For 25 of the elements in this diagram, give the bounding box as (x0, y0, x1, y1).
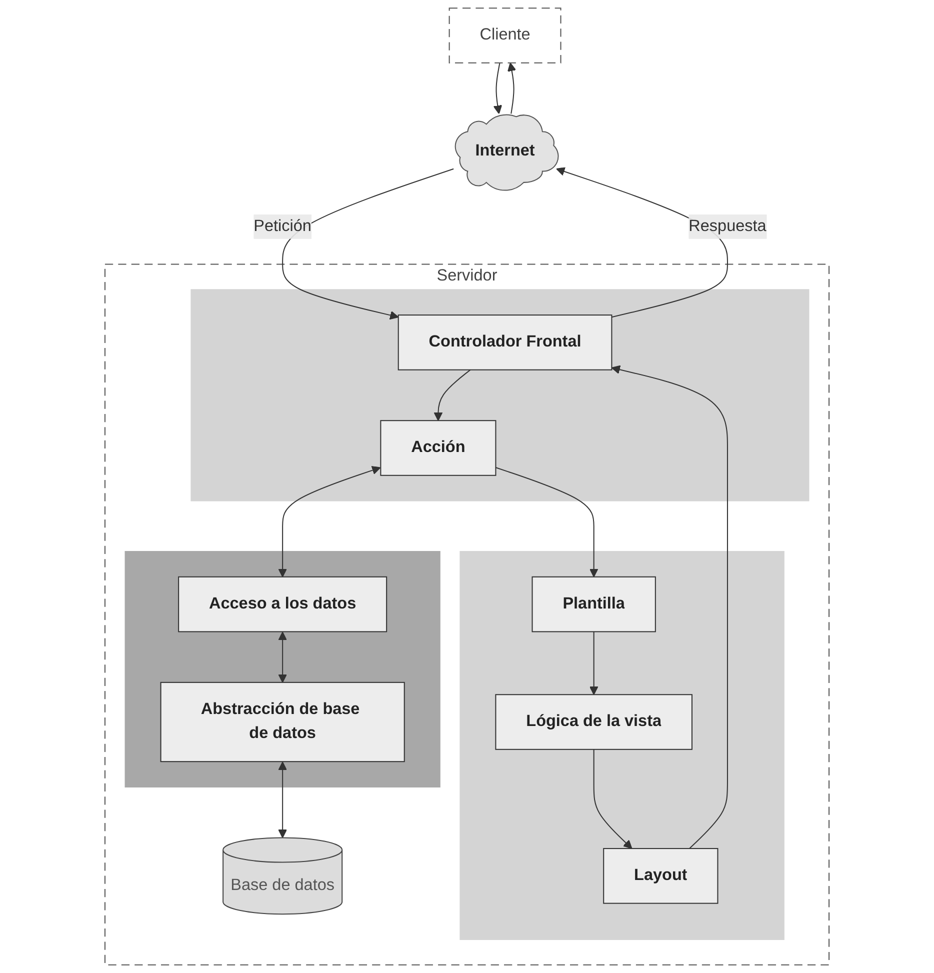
arrow (593, 749, 632, 849)
cluster (460, 551, 784, 940)
arrow (282, 168, 454, 320)
node-box: Lógica de la vista (495, 694, 692, 750)
node-box: Abstracción de base de datos (160, 682, 405, 762)
arrow (278, 762, 288, 838)
node-box: Layout (603, 848, 718, 904)
arrow (556, 167, 728, 318)
node-box: Controlador Frontal (398, 314, 612, 370)
node-box: Acción (380, 420, 496, 476)
arrow (493, 62, 502, 114)
node-box: Acceso a los datos (178, 576, 388, 632)
arrow (611, 365, 728, 849)
arrow (496, 467, 598, 578)
arrow (589, 632, 598, 695)
cluster (190, 289, 810, 502)
cluster (124, 551, 440, 788)
node-box: Cliente (448, 8, 562, 64)
arrow (278, 466, 381, 578)
arrow (434, 369, 471, 421)
edge-label: Petición (254, 218, 312, 235)
node-box: Plantilla (532, 576, 656, 632)
arrow (507, 62, 516, 114)
edge-label: Respuesta (688, 218, 766, 235)
arrow (278, 632, 288, 683)
